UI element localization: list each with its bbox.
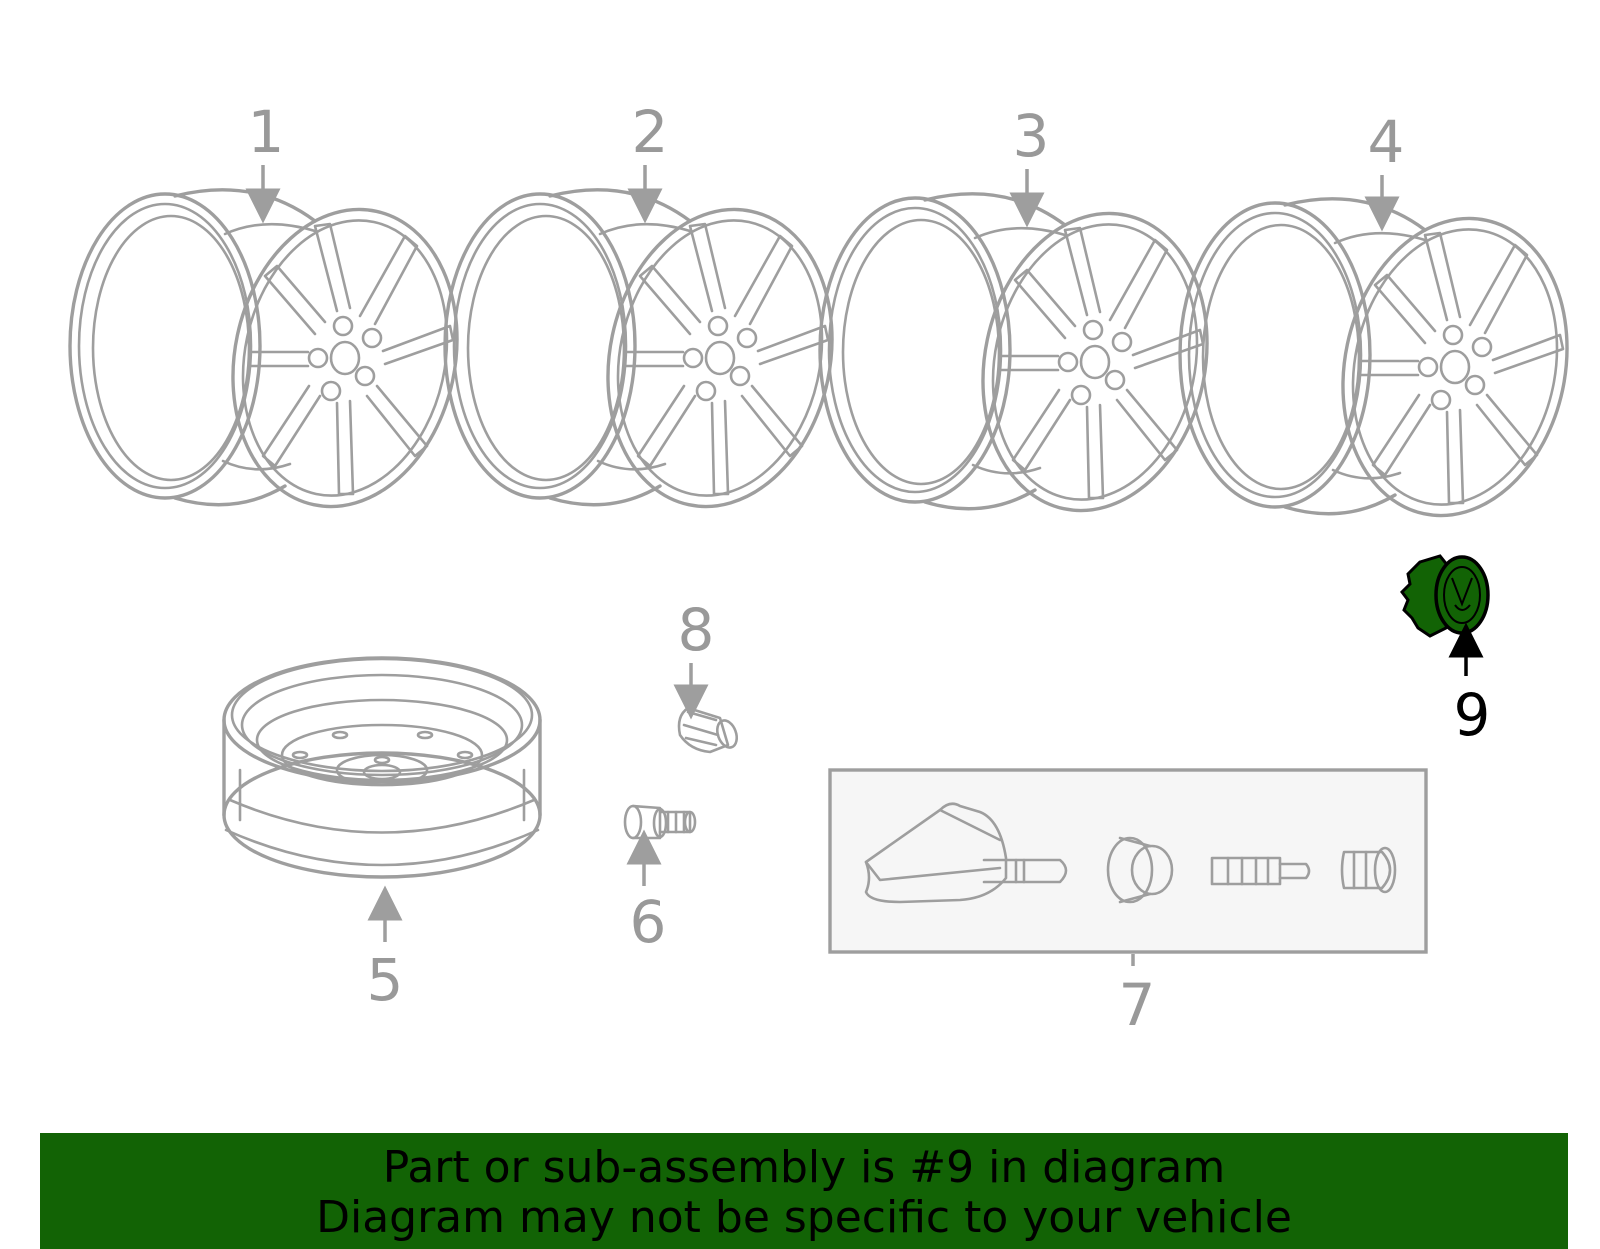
callout-6[interactable]: 6 [630,888,667,956]
callout-4[interactable]: 4 [1368,108,1405,176]
valve-cap-part-8[interactable] [677,706,740,754]
callout-1[interactable]: 1 [248,98,285,166]
banner-line-disclaimer: Diagram may not be specific to your vehi… [316,1192,1292,1243]
wheel-3[interactable] [818,190,1236,534]
callout-5[interactable]: 5 [367,946,404,1014]
callout-3[interactable]: 3 [1013,102,1050,170]
callout-9[interactable]: 9 [1454,681,1491,749]
wheel-1[interactable] [68,186,486,530]
banner-line-part: Part or sub-assembly is #9 in diagram [382,1142,1226,1193]
wheel-4[interactable] [1178,195,1596,539]
center-cap-part-9[interactable] [1400,554,1490,638]
info-banner: Part or sub-assembly is #9 in diagram Di… [40,1133,1568,1249]
callout-8[interactable]: 8 [678,596,715,664]
valve-stem-part-6[interactable] [623,804,697,840]
tpms-kit-part-7[interactable] [828,768,1428,954]
wheel-2[interactable] [443,186,861,530]
callout-7[interactable]: 7 [1119,971,1156,1039]
callout-2[interactable]: 2 [632,98,669,166]
spare-wheel-part-5[interactable] [222,656,542,879]
